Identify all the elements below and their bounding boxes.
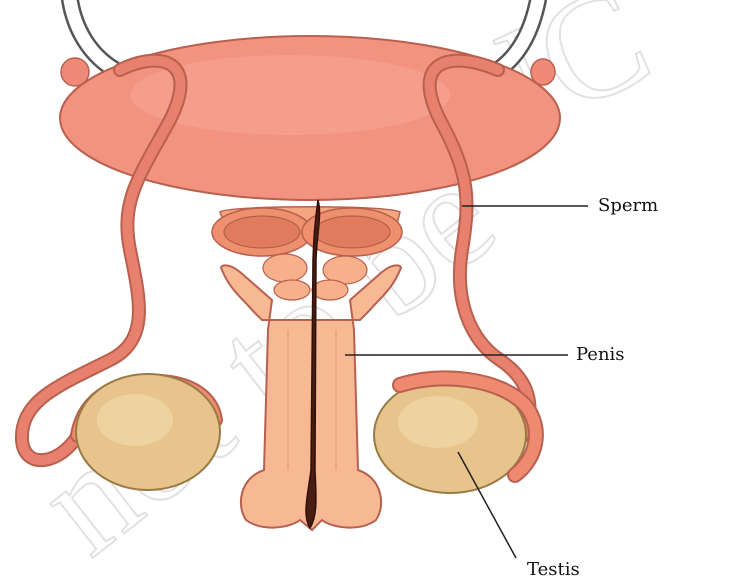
label-sperm: Sperm [598,197,658,215]
label-penis: Penis [576,346,625,364]
label-testis: Testis [527,561,580,579]
testis-right-highlight [398,396,478,448]
testis-left-highlight [97,394,173,446]
